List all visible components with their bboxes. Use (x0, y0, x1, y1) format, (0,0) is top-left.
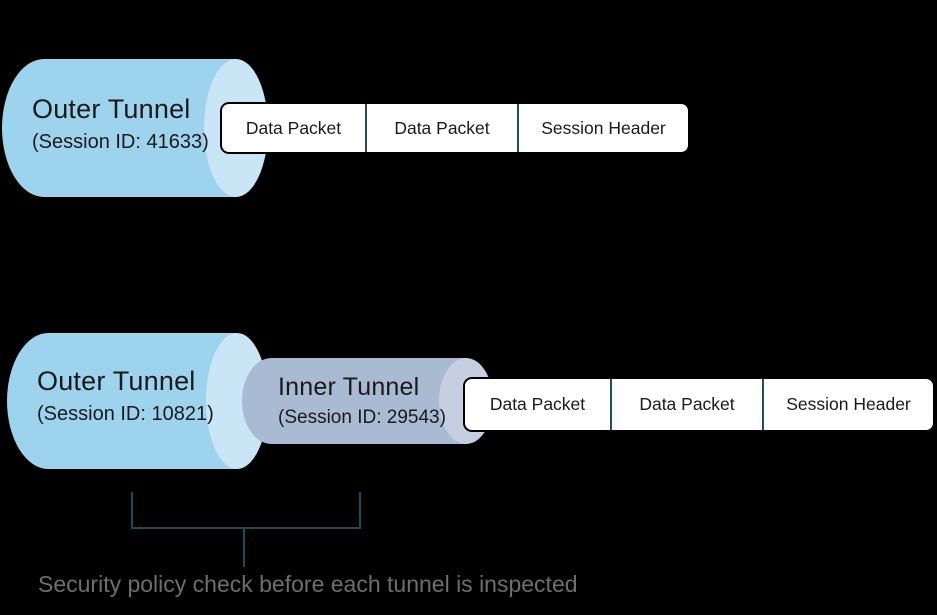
outer-tunnel-cylinder-bottom (7, 333, 237, 469)
data-packet-cell: Data Packet (610, 379, 762, 430)
security-check-caption: Security policy check before each tunnel… (38, 571, 578, 597)
outer-tunnel-title: Outer Tunnel (32, 94, 191, 124)
outer-tunnel-session-id: (Session ID: 41633) (32, 130, 209, 153)
inner-tunnel-title: Inner Tunnel (278, 373, 420, 401)
inner-tunnel-session-id: (Session ID: 29543) (278, 406, 446, 428)
security-check-bracket (131, 492, 361, 529)
outer-tunnel-title: Outer Tunnel (37, 366, 196, 396)
session-header-cell: Session Header (762, 379, 933, 430)
data-packet-cell: Data Packet (489, 394, 586, 414)
outer-tunnel-session-id: (Session ID: 10821) (37, 402, 214, 425)
data-packet-cell: Data Packet (365, 104, 517, 152)
packet-row-bottom: Data Packet Data Packet Session Header (463, 377, 935, 432)
inner-tunnel-label: Inner Tunnel (Session ID: 29543) (278, 373, 446, 428)
data-packet-cell: Data Packet (245, 117, 342, 138)
outer-tunnel-cylinder-top (2, 59, 236, 197)
packet-row-top: Data Packet Data Packet Session Header (220, 102, 690, 154)
outer-tunnel-label-bottom: Outer Tunnel (Session ID: 10821) (37, 366, 214, 425)
inner-tunnel-cylinder (242, 358, 466, 444)
outer-tunnel-label-top: Outer Tunnel (Session ID: 41633) (32, 94, 209, 153)
session-header-cell: Session Header (517, 104, 688, 152)
security-check-bracket-stem (243, 529, 245, 567)
